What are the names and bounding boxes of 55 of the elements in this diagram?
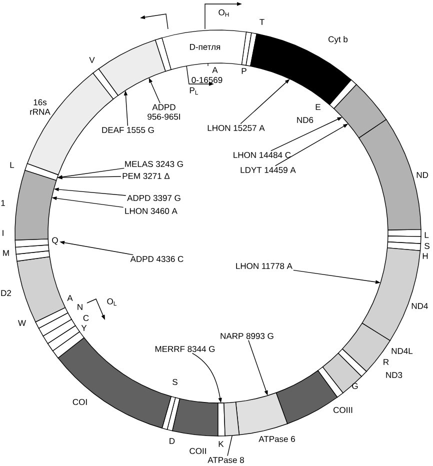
gene-label: D2 (1, 290, 11, 296)
mutation-label: LDYT 14459 A (240, 167, 296, 173)
mutation-label: LHON 14484 C (234, 152, 291, 158)
gene-label: 16s rRNA (30, 99, 50, 115)
gene-label: S (424, 243, 430, 249)
mutation-label: ADPD 4336 C (130, 256, 184, 262)
mutation-label: MELAS 3243 G (125, 161, 183, 167)
gene-label: ND6 (297, 117, 314, 123)
gene-label: W (18, 320, 26, 326)
mutation-label: ADPD 3397 G (127, 195, 180, 201)
mutation-label: ADPD 956-965I (148, 104, 180, 120)
gene-label: COIII (334, 407, 352, 413)
gene-label: E (316, 104, 320, 110)
gene-label: P$_{L}$ (190, 87, 198, 95)
gene-segment (235, 392, 288, 436)
gene-segment (98, 40, 166, 96)
gene-label: Cyt b (328, 36, 348, 44)
mutation-label: NARP 8993 G (220, 333, 274, 339)
gene-label: N (78, 304, 82, 310)
gene-label: 1 (1, 200, 5, 206)
gene-label: Y (81, 325, 87, 331)
gene-label: I (2, 230, 4, 236)
gene-label: P (242, 68, 246, 74)
mutation-label: ATPase 8 (208, 457, 244, 463)
mutation-label: PEM 3271 Δ (122, 173, 170, 179)
gene-label: A (67, 295, 73, 301)
gene-label: ND (416, 172, 428, 178)
trna-stripe (24, 163, 59, 181)
gene-label: T (260, 19, 264, 25)
mutation-label: DEAF 1555 G (102, 127, 154, 133)
gene-segment (250, 33, 352, 106)
mutation-label: MERRF 8344 G (155, 346, 215, 352)
gene-label: K (218, 441, 224, 447)
gene-label: H (422, 253, 428, 259)
gene-segment (224, 402, 240, 436)
gene-label: O$_{L}$ (107, 298, 116, 306)
mutation-label: Q (52, 237, 58, 245)
gene-label: ATPase 6 (258, 436, 295, 442)
leader-line (227, 435, 232, 456)
mutation-label: LHON 15257 A (208, 125, 265, 131)
mutation-label: LHON 3460 A (125, 208, 178, 214)
gene-label: COII (190, 448, 206, 454)
gene-label: M (3, 250, 9, 256)
gene-label: C (83, 315, 89, 321)
gene-label: ND3 (386, 372, 402, 378)
gene-label: O$_{H}$ (218, 9, 229, 17)
gene-label: L (10, 162, 14, 168)
gene-label: D (170, 438, 175, 444)
gene-label: COI (72, 399, 87, 405)
gene-label: A (212, 67, 218, 73)
mutation-label: LHON 11778 A (236, 263, 292, 269)
gene-label: R (384, 359, 389, 365)
gene-label: L (424, 232, 429, 238)
gene-label: ND4 (412, 303, 428, 309)
gene-label: S (172, 379, 178, 385)
